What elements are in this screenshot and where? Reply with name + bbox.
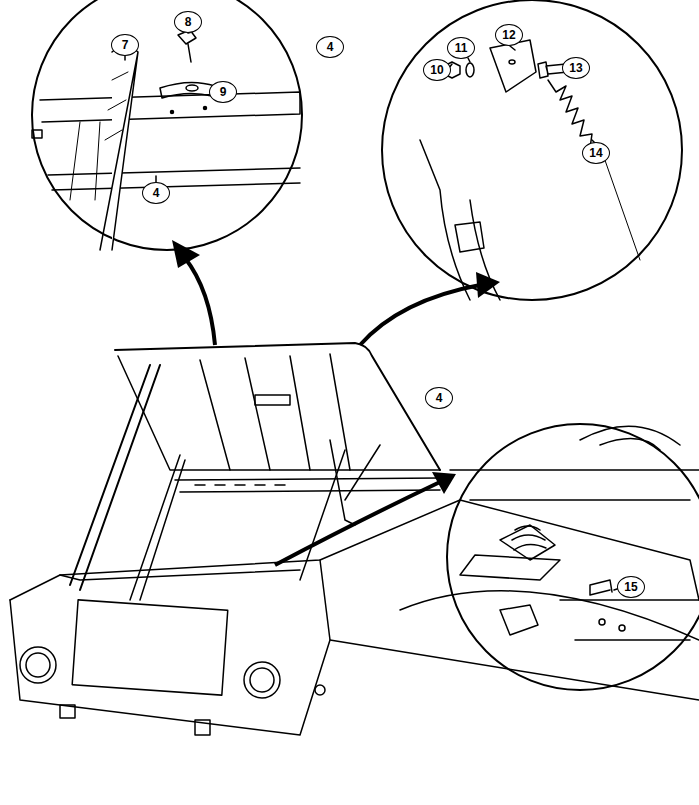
callout-number: 15 (617, 576, 645, 598)
callout-number: 12 (495, 24, 523, 46)
callout-number: 4 (425, 387, 453, 409)
callout-number: 10 (423, 59, 451, 81)
callout-number: 9 (209, 81, 237, 103)
callout-number: 7 (111, 34, 139, 56)
callout-number: 11 (447, 37, 475, 59)
callout-number: 4 (316, 36, 344, 58)
callout-number: 8 (174, 11, 202, 33)
callout-number: 13 (562, 57, 590, 79)
callout-number: 4 (142, 182, 170, 204)
callout-number: 14 (582, 142, 610, 164)
